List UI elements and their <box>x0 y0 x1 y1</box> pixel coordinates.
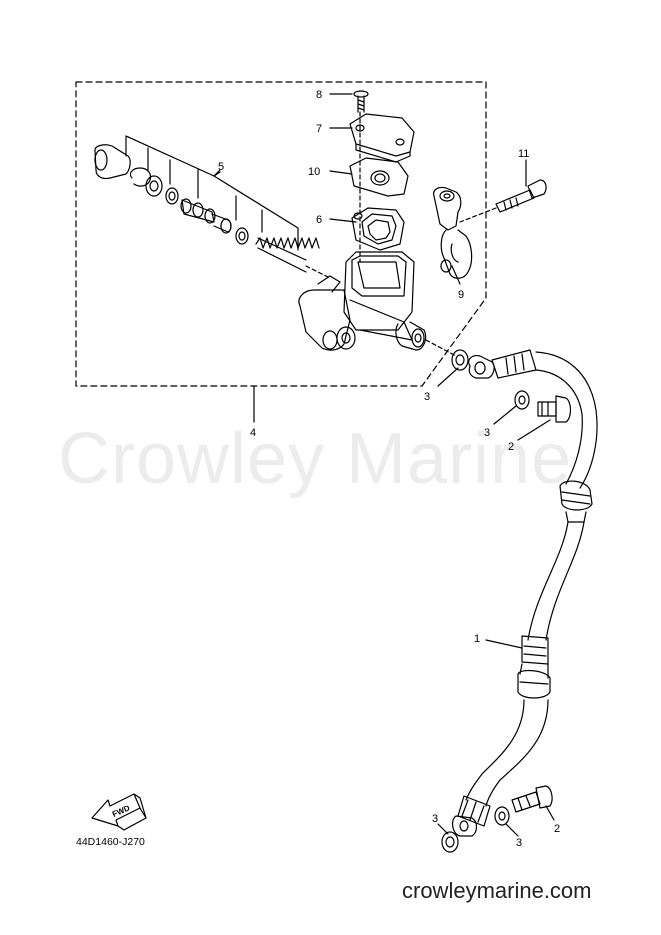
copper-washer-lower-right <box>494 806 510 826</box>
callout-3b: 3 <box>484 427 490 439</box>
assembly-boundary <box>75 81 487 387</box>
callout-8: 8 <box>316 89 322 101</box>
diaphragm-plate <box>349 157 409 197</box>
callout-1: 1 <box>474 633 480 645</box>
callout-3c: 3 <box>432 813 438 825</box>
master-cylinder-body <box>298 251 427 351</box>
cap-screw <box>353 90 369 113</box>
holder-bolt <box>459 179 547 223</box>
piston-kit <box>94 135 320 273</box>
lever-holder <box>433 186 473 279</box>
union-bolt-upper <box>537 395 572 423</box>
callout-3a: 3 <box>424 391 430 403</box>
callout-4: 4 <box>250 427 256 439</box>
copper-washer-lower-left <box>441 831 459 853</box>
brake-hose <box>451 349 598 837</box>
callout-2a: 2 <box>508 441 514 453</box>
fwd-label: FWD <box>111 803 132 819</box>
union-bolt-lower <box>511 785 553 813</box>
callout-5: 5 <box>218 161 224 173</box>
callout-10: 10 <box>308 166 320 178</box>
callout-9: 9 <box>458 289 464 301</box>
callout-7: 7 <box>316 123 322 135</box>
callout-2b: 2 <box>554 823 560 835</box>
callout-6: 6 <box>316 214 322 226</box>
callout-3d: 3 <box>516 837 522 849</box>
copper-washer-upper <box>451 349 469 371</box>
fwd-arrow-icon <box>91 793 147 831</box>
copper-washer-mid <box>514 390 530 410</box>
diagram-code: 44D1460-J270 <box>76 836 145 848</box>
callout-11: 11 <box>518 148 529 160</box>
reservoir-cap <box>349 113 415 163</box>
website-text: crowleymarine.com <box>402 878 592 903</box>
watermark-text: Crowley Marine <box>58 419 573 499</box>
